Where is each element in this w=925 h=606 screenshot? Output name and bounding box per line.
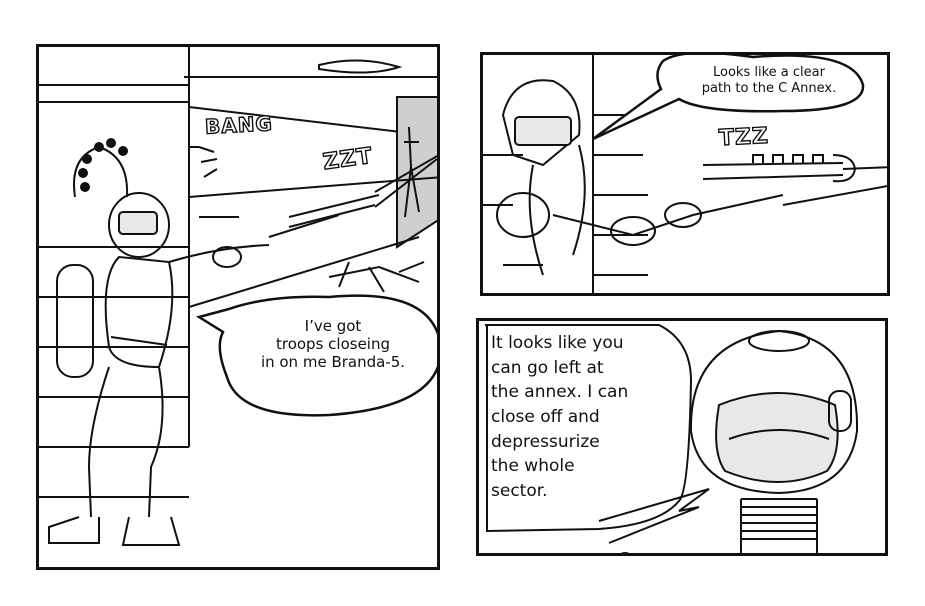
sfx-bang: BANG	[204, 111, 274, 140]
speech-line: troops closeing	[275, 335, 390, 353]
speech-line: depressurize	[491, 431, 600, 452]
panel-2-art	[483, 55, 887, 293]
speech-line: Looks like a clear	[713, 65, 825, 80]
speech-bubble-3	[485, 324, 693, 533]
speech-line: in on me Branda-5.	[260, 353, 406, 371]
speech-bubble-1	[195, 294, 437, 417]
speech-line: It looks like you	[491, 333, 624, 353]
speech-line: the annex. I can	[491, 382, 629, 403]
speech-line: path to the C Annex.	[701, 80, 837, 96]
speech-bubble-2	[592, 55, 865, 141]
speech-line: I’ve got	[304, 317, 362, 335]
speech-text-3: It looks like you can go left at the ann…	[491, 331, 628, 503]
speech-text-1: I’ve got troops closeing in on me Branda…	[235, 317, 431, 371]
speech-line: sector.	[491, 480, 548, 501]
speech-line: can go left at	[491, 357, 604, 378]
panel-1-art	[39, 47, 437, 546]
panel-3: It looks like you can go left at the ann…	[476, 318, 888, 556]
panel-2: Looks like a clear path to the C Annex. …	[480, 52, 890, 296]
speech-line: close off and	[491, 406, 600, 427]
panel-1: BANG ZZT I’ve got troops closeing in on …	[36, 44, 440, 570]
speech-text-2: Looks like a clear path to the C Annex.	[679, 65, 859, 96]
sfx-tzz: TZZ	[718, 123, 771, 152]
speech-line: the whole	[491, 456, 575, 477]
panel-3-art	[485, 324, 859, 553]
